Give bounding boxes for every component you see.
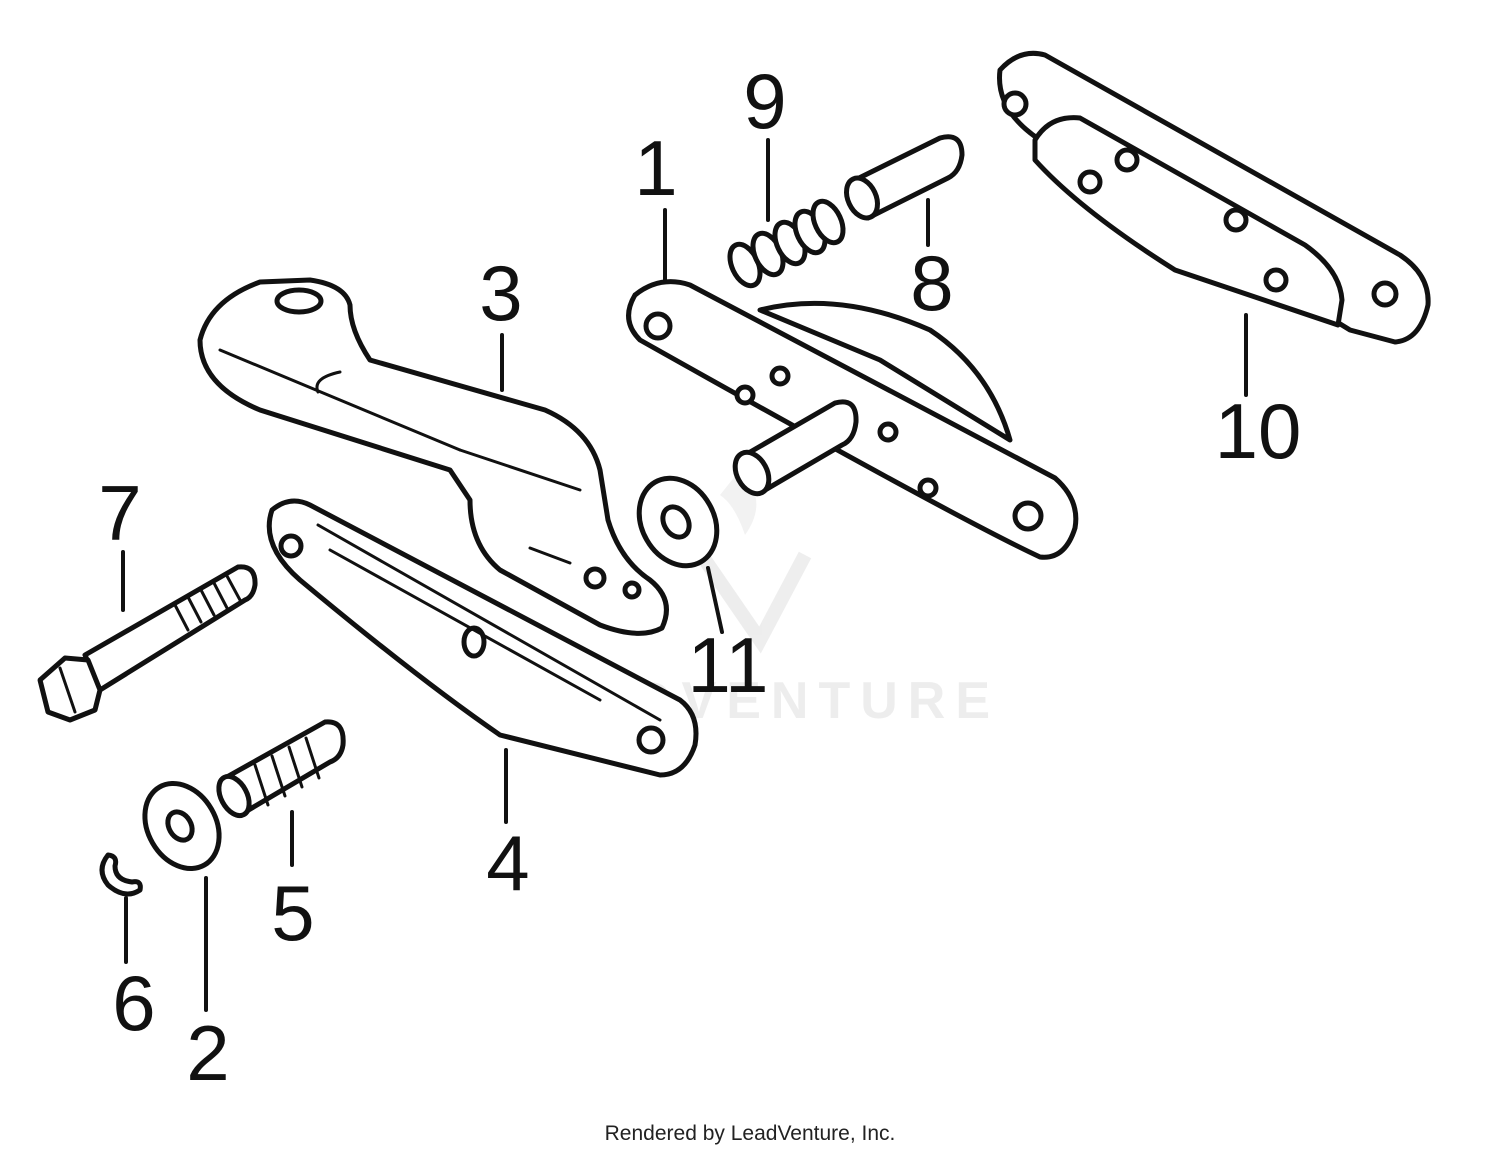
callout-2: 2 (186, 1009, 229, 1097)
part-1-arm (626, 279, 1079, 560)
callout-6: 6 (112, 959, 155, 1047)
part-9-spring (727, 198, 846, 289)
callout-8: 8 (910, 239, 953, 327)
callout-1: 1 (634, 124, 677, 212)
callout-5: 5 (271, 869, 314, 957)
part-11-washer (636, 475, 720, 569)
callout-3: 3 (479, 249, 522, 337)
part-8-pin (844, 134, 965, 221)
callout-4: 4 (486, 819, 529, 907)
part-2-washer (142, 780, 222, 872)
part-7-bolt (37, 564, 258, 723)
rendered-by-credit: Rendered by LeadVenture, Inc. (604, 1122, 896, 1145)
part-3-bracket (197, 277, 669, 636)
part-10-plate (997, 50, 1431, 345)
callout-10: 10 (1215, 387, 1302, 475)
callout-9: 9 (743, 57, 786, 145)
part-5-spring (216, 719, 346, 819)
leader-11 (706, 566, 724, 634)
callout-7: 7 (98, 469, 141, 557)
callout-11: 11 (688, 621, 769, 709)
part-4-link (266, 498, 699, 778)
part-6-clip (99, 852, 143, 897)
